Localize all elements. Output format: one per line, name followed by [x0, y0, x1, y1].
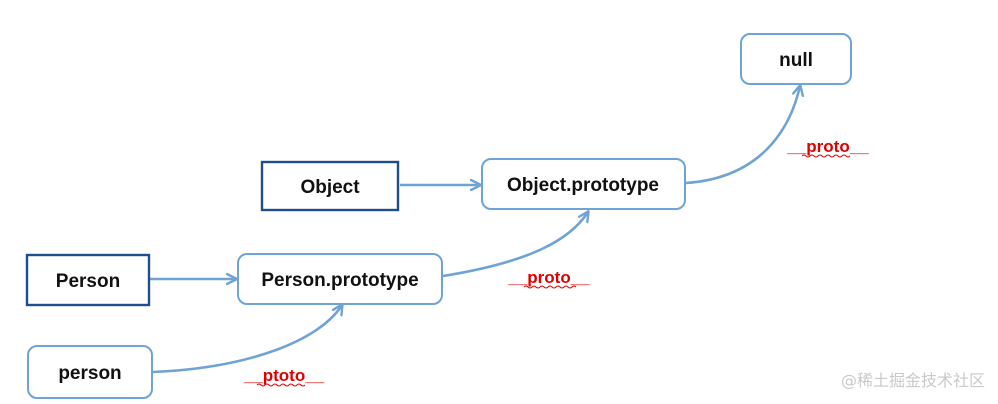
node-null-label: null	[779, 50, 813, 71]
node-person: Person	[25, 253, 151, 307]
watermark: @稀土掘金技术社区	[841, 371, 985, 390]
node-object: Object	[260, 160, 400, 212]
node-person-label: Person	[56, 271, 120, 292]
edge-object-prototype-to-null	[685, 86, 800, 185]
ptoto-label: __ptoto__	[243, 366, 325, 385]
edge-label-person-prototype-to-object-prototype: __proto__	[507, 268, 590, 289]
spellcheck-underline	[801, 154, 851, 158]
edge-person-prototype-to-object-prototype	[442, 212, 588, 278]
proto-label: __proto__	[507, 268, 590, 287]
node-object-prototype-label: Object.prototype	[507, 175, 659, 196]
edge-label-object-prototype-to-null: __proto__	[786, 137, 869, 158]
node-null: null	[740, 33, 852, 85]
proto-label: __proto__	[786, 137, 869, 156]
edge-person-instance-to-person-prototype	[152, 305, 342, 374]
node-person-prototype: Person.prototype	[237, 253, 443, 305]
node-person-instance-label: person	[58, 363, 121, 384]
edge-label-person-instance-to-person-prototype: __ptoto__	[243, 366, 325, 387]
node-person-instance: person	[27, 345, 153, 399]
spellcheck-underline	[523, 285, 577, 289]
spellcheck-underline	[256, 383, 306, 387]
node-object-prototype: Object.prototype	[481, 158, 686, 210]
node-object-label: Object	[300, 177, 360, 198]
node-person-prototype-label: Person.prototype	[261, 270, 418, 291]
